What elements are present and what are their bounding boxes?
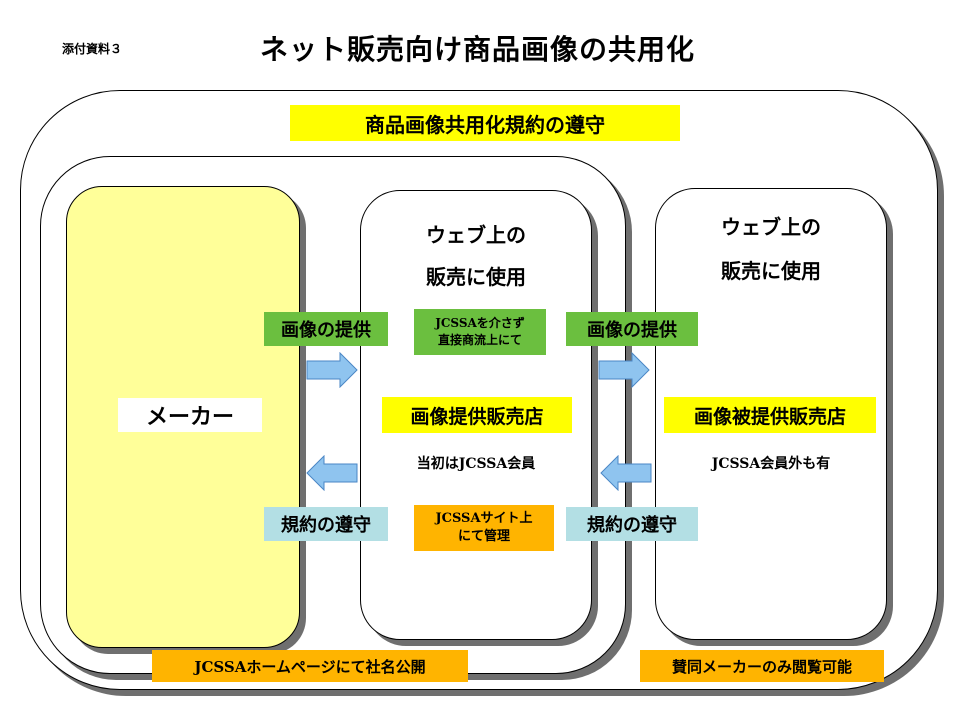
managed-note-line1: JCSSAサイト上 — [435, 511, 533, 526]
managed-note-line2: にて管理 — [457, 529, 510, 544]
supporter-only-note: 賛同メーカーのみ閲覧可能 — [640, 650, 884, 682]
attachment-label: 添付資料３ — [62, 42, 123, 56]
image-providing-store-label: 画像提供販売店 — [382, 397, 572, 433]
page-title: ネット販売向け商品画像の共用化 — [259, 33, 695, 66]
web1-line1: ウェブ上の — [426, 223, 526, 247]
left-arrow-icon — [600, 455, 652, 491]
right-arrow-icon — [598, 352, 650, 388]
compliance-label-right: 規約の遵守 — [566, 507, 698, 541]
web2-line1: ウェブ上の — [721, 215, 821, 239]
company-publish-note: JCSSAホームページにて社名公開 — [152, 650, 468, 682]
web1-line2: 販売に使用 — [426, 265, 526, 289]
right-arrow-icon — [306, 352, 358, 388]
left-arrow-icon — [306, 455, 358, 491]
jcssa-managed-note: JCSSAサイト上 にて管理 — [414, 505, 554, 551]
image-receiving-store-label: 画像被提供販売店 — [664, 397, 876, 433]
direct-note-line1: JCSSAを介さず — [435, 316, 525, 330]
maker-label: メーカー — [118, 398, 262, 432]
compliance-label-left: 規約の遵守 — [264, 507, 388, 541]
direct-note-line2: 直接商流上にて — [437, 333, 522, 347]
image-provision-label-left: 画像の提供 — [264, 312, 388, 346]
image-provision-label-right: 画像の提供 — [566, 312, 698, 346]
member-note-1: 当初はJCSSA会員 — [416, 456, 536, 472]
compliance-banner: 商品画像共用化規約の遵守 — [290, 105, 680, 141]
web2-line2: 販売に使用 — [721, 259, 821, 283]
member-note-2: JCSSA会員外も有 — [711, 456, 831, 472]
direct-channel-note: JCSSAを介さず 直接商流上にて — [414, 309, 546, 355]
